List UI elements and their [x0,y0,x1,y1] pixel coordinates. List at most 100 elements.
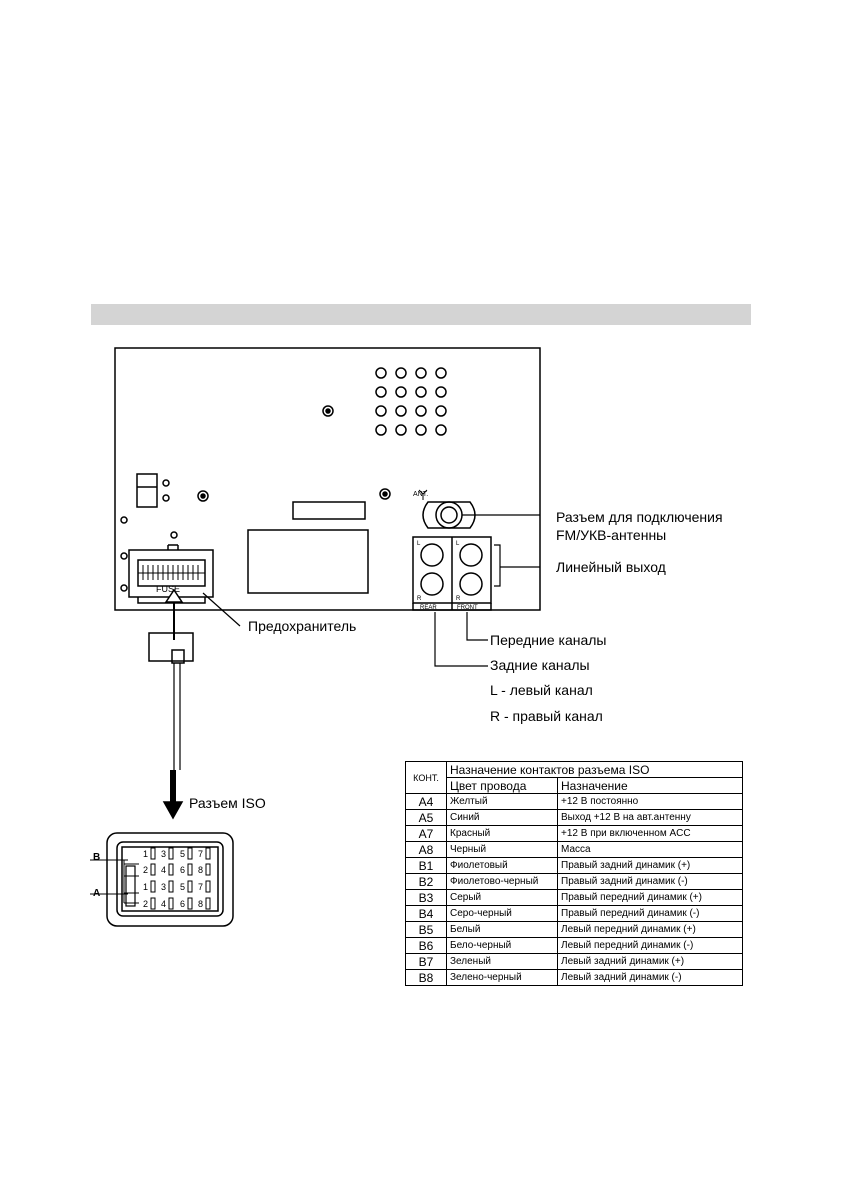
ground-clip [136,473,158,508]
row-a-letter: A [93,888,101,899]
table-cell-code: B5 [405,921,447,938]
table-cell-code: B2 [405,873,447,890]
svg-text:R: R [456,596,461,602]
svg-text:4: 4 [161,865,166,875]
table-cell-color: Белый [446,921,558,938]
svg-text:1: 1 [143,849,148,859]
front-mark: FRONT [457,605,478,611]
table-col-purpose: Назначение [557,777,743,794]
head-unit-chassis [114,347,541,611]
line-out-label: Линейный выход [556,559,666,575]
table-cell-code: B3 [405,889,447,906]
svg-text:7: 7 [198,849,203,859]
iso-pin-table: КОНТ. Назначение контактов разъема ISO Ц… [405,761,743,986]
svg-text:1: 1 [143,882,148,892]
table-cell-color: Синий [446,809,558,826]
table-col-color: Цвет провода [446,777,558,794]
screw [322,405,334,417]
iso-connector-label: Разъем ISO [189,795,266,811]
svg-text:L: L [417,541,421,547]
table-cell-color: Серо-черный [446,905,558,922]
table-cell-color: Красный [446,825,558,842]
table-cell-code: A4 [405,793,447,810]
table-cell-code: B8 [405,969,447,986]
table-cell-purpose: Левый задний динамик (-) [557,969,743,986]
screw [197,490,209,502]
svg-text:6: 6 [180,899,185,909]
table-cell-purpose: Левый передний динамик (+) [557,921,743,938]
aux-port [247,529,369,594]
svg-text:7: 7 [198,882,203,892]
svg-text:2: 2 [143,899,148,909]
left-channel-label: L - левый канал [490,682,593,698]
table-cell-color: Желтый [446,793,558,810]
fuse-label: Предохранитель [248,618,357,634]
row-b-letter: B [93,852,101,863]
table-cell-code: A5 [405,809,447,826]
table-cell-code: B6 [405,937,447,954]
vent-holes [375,367,447,436]
antenna-label-line2: FM/УКВ-антенны [556,527,667,543]
table-cell-purpose: Масса [557,841,743,858]
table-title: Назначение контактов разъема ISO [446,761,743,778]
svg-text:R: R [417,596,422,602]
table-cell-code: B4 [405,905,447,922]
front-channels-label: Передние каналы [490,632,607,648]
table-cell-code: B1 [405,857,447,874]
svg-text:8: 8 [198,899,203,909]
fuse-mark: FUSE [156,584,180,594]
table-cell-purpose: +12 В при включенном ACC [557,825,743,842]
antenna-socket [422,501,476,529]
ant-mark: ANT. [413,491,428,498]
label-slot [292,501,366,520]
iso-connector [106,832,234,927]
table-cell-code: A7 [405,825,447,842]
svg-text:8: 8 [198,865,203,875]
table-cell-color: Черный [446,841,558,858]
table-cell-purpose: Правый задний динамик (-) [557,873,743,890]
table-cell-purpose: Выход +12 В на авт.антенну [557,809,743,826]
table-cell-color: Фиолетовый [446,857,558,874]
screw [379,488,391,500]
table-cell-purpose: Правый передний динамик (-) [557,905,743,922]
table-cell-purpose: +12 В постоянно [557,793,743,810]
harness-plug [148,632,194,662]
table-cell-color: Серый [446,889,558,906]
table-cell-purpose: Левый задний динамик (+) [557,953,743,970]
svg-text:5: 5 [180,849,185,859]
svg-text:3: 3 [161,882,166,892]
right-channel-label: R - правый канал [490,708,603,724]
table-kont-header: КОНТ. [405,761,447,794]
svg-text:6: 6 [180,865,185,875]
table-cell-code: A8 [405,841,447,858]
antenna-label-line1: Разъем для подключения [556,509,723,525]
table-cell-color: Бело-черный [446,937,558,954]
svg-text:2: 2 [143,865,148,875]
table-cell-purpose: Правый передний динамик (+) [557,889,743,906]
table-cell-color: Зелено-черный [446,969,558,986]
section-header-band [91,304,751,325]
svg-text:5: 5 [180,882,185,892]
rear-mark: REAR [420,605,437,611]
svg-text:3: 3 [161,849,166,859]
rca-jack [459,543,483,567]
table-cell-code: B7 [405,953,447,970]
table-cell-color: Фиолетово-черный [446,873,558,890]
rca-jack [420,543,444,567]
table-cell-color: Зеленый [446,953,558,970]
rear-channels-label: Задние каналы [490,657,590,673]
svg-text:L: L [456,541,460,547]
